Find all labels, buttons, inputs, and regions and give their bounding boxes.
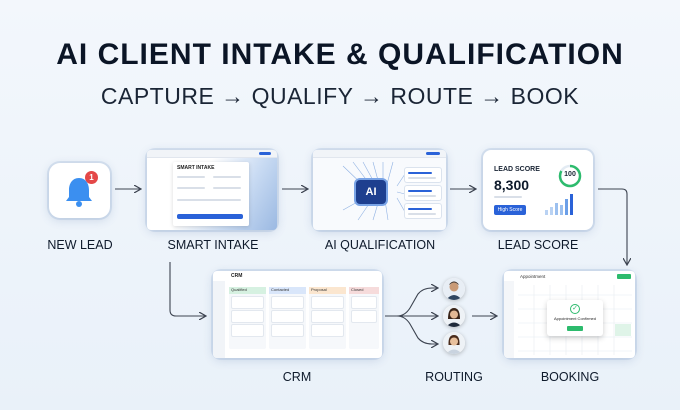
bell-icon	[66, 178, 92, 207]
crm-app-title: CRM	[231, 273, 243, 279]
intake-submit-button[interactable]	[177, 214, 243, 219]
booking-card[interactable]: Appointment ✓ Appointment Confirmed	[504, 271, 635, 358]
check-icon: ✓	[570, 304, 580, 314]
arrow-score-booking	[598, 188, 627, 264]
booking-confirm-button[interactable]	[567, 326, 583, 331]
crm-column-contacted: Contacted	[269, 287, 306, 294]
booking-label: BOOKING	[540, 370, 600, 384]
booking-app-title: Appointment	[520, 274, 546, 279]
lead-score-title: LEAD SCORE	[494, 166, 540, 173]
arrow-crm-routing-low	[396, 315, 437, 344]
lead-score-label: LEAD SCORE	[497, 238, 579, 252]
lead-score-card[interactable]: LEAD SCORE 8,300 High Score 100	[483, 150, 593, 230]
crm-card[interactable]: CRM Qualified Contacted Proposal Closed	[213, 271, 382, 358]
agent-avatar-3[interactable]	[443, 332, 465, 354]
arrow-intake-crm	[169, 262, 205, 316]
crm-column-qualified: Qualified	[229, 287, 266, 294]
page-title: AI CLIENT INTAKE & QUALIFICATION	[56, 38, 624, 71]
crm-column-closed: Closed	[349, 287, 379, 294]
routing-label: ROUTING	[425, 370, 483, 384]
arrow-crm-routing	[385, 288, 437, 317]
notification-badge: 1	[85, 171, 98, 184]
high-score-badge: High Score	[494, 205, 526, 215]
agent-avatar-2[interactable]	[443, 305, 465, 327]
crm-label: CRM	[282, 370, 312, 384]
ai-qualification-card[interactable]: AI	[313, 150, 446, 230]
calendar-grid	[518, 285, 632, 355]
smart-intake-card[interactable]: SMART INTAKE	[147, 150, 277, 230]
score-ring-value: 100	[564, 171, 576, 178]
agent-avatar-1[interactable]	[443, 278, 465, 300]
crm-column-proposal: Proposal	[309, 287, 346, 294]
new-lead-label: NEW LEAD	[47, 238, 113, 252]
booking-confirm-dialog: ✓ Appointment Confirmed	[547, 300, 603, 336]
score-ring	[558, 164, 582, 188]
intake-form-title: SMART INTAKE	[177, 165, 215, 171]
smart-intake-label: SMART INTAKE	[167, 238, 259, 252]
new-lead-card[interactable]: 1	[49, 163, 110, 218]
ai-chip: AI	[356, 180, 386, 204]
lead-score-value: 8,300	[494, 177, 530, 193]
booking-confirm-text: Appointment Confirmed	[553, 316, 597, 321]
page-subtitle: CAPTURE → QUALIFY → ROUTE → BOOK	[100, 83, 580, 109]
ai-qualification-label: AI QUALIFICATION	[324, 238, 436, 252]
